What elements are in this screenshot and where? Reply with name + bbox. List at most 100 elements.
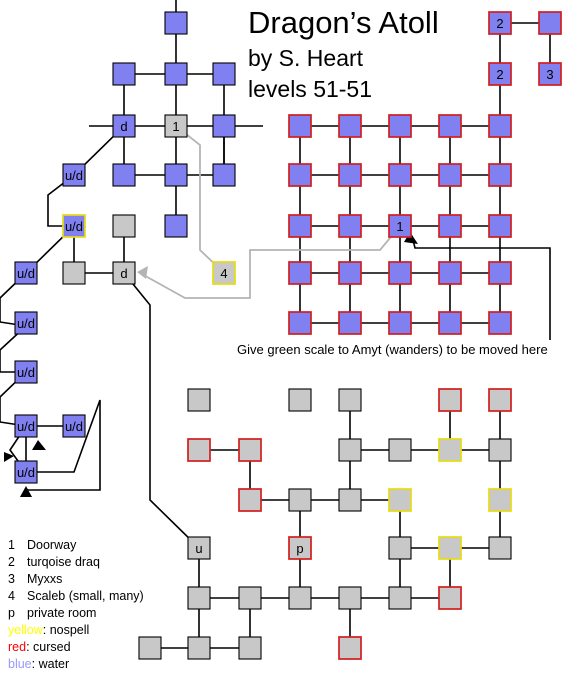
room-doorway: [388, 214, 412, 238]
room-down: [112, 261, 136, 285]
room-label: 1: [396, 219, 403, 234]
room-private: [288, 536, 312, 560]
room: [238, 636, 262, 660]
legend-key-2: 2: [8, 555, 15, 569]
room-label: u/d: [17, 316, 35, 331]
room: [338, 438, 362, 462]
room-doorway: [164, 114, 188, 138]
room-label: u/d: [65, 219, 83, 234]
room: [488, 388, 512, 412]
room: [164, 163, 188, 187]
room-label: 3: [546, 67, 553, 82]
arrow-head-black: [4, 452, 14, 462]
room-updown: [62, 163, 86, 187]
legend-key-p: p: [8, 606, 15, 620]
room: [388, 438, 412, 462]
room-label: u/d: [65, 419, 83, 434]
move-note: Give green scale to Amyt (wanders) to be…: [237, 342, 548, 357]
room: [388, 586, 412, 610]
room-label: u/d: [17, 465, 35, 480]
room: [187, 388, 211, 412]
legend-key-1: 1: [8, 538, 15, 552]
room: [488, 163, 512, 187]
room: [112, 62, 136, 86]
room: [488, 214, 512, 238]
legend-water: blue: water: [8, 657, 69, 671]
room-updown: [14, 261, 38, 285]
room-label: 4: [220, 266, 227, 281]
room: [438, 114, 462, 138]
room: [338, 163, 362, 187]
room-label: u/d: [65, 168, 83, 183]
room: [338, 488, 362, 512]
room: [488, 261, 512, 285]
corridor: [9, 399, 101, 491]
arrow-head-black: [404, 232, 418, 244]
legend-text-2: turqoise draq: [27, 555, 100, 569]
room-draq: [488, 11, 512, 35]
room: [288, 388, 312, 412]
room: [488, 114, 512, 138]
room: [112, 163, 136, 187]
room: [338, 311, 362, 335]
room-label: u/d: [17, 365, 35, 380]
room-label: p: [296, 541, 303, 556]
room-label: u: [195, 541, 202, 556]
room-updown: [14, 414, 38, 438]
arrow-head-gray: [137, 266, 148, 279]
room-updown: [14, 360, 38, 384]
legend-red-rest: : cursed: [26, 640, 71, 654]
room: [238, 438, 262, 462]
room: [438, 163, 462, 187]
room: [388, 114, 412, 138]
legend-key-4: 4: [8, 589, 15, 603]
room-label: 1: [172, 119, 179, 134]
room-updown: [14, 460, 38, 484]
map-levels: levels 51-51: [248, 76, 372, 102]
room: [288, 214, 312, 238]
room: [288, 114, 312, 138]
room: [112, 214, 136, 238]
room: [212, 114, 236, 138]
room: [338, 261, 362, 285]
arrow-line: [139, 225, 401, 299]
room-label: u/d: [17, 266, 35, 281]
arrow-line: [411, 235, 551, 340]
room-label: d: [120, 266, 127, 281]
room: [212, 163, 236, 187]
legend-text-3: Myxxs: [27, 572, 62, 586]
room: [388, 536, 412, 560]
room-updown: [14, 311, 38, 335]
room: [438, 536, 462, 560]
room: [288, 488, 312, 512]
room: [338, 114, 362, 138]
legend-text-1: Doorway: [27, 538, 77, 552]
room: [288, 261, 312, 285]
room: [488, 536, 512, 560]
room: [538, 11, 562, 35]
room: [187, 586, 211, 610]
legend-yellow-word: yellow: [8, 623, 44, 637]
room: [388, 163, 412, 187]
room: [238, 488, 262, 512]
arrow-head-black: [20, 486, 32, 497]
room: [438, 388, 462, 412]
room: [338, 214, 362, 238]
room: [388, 311, 412, 335]
room: [438, 261, 462, 285]
room: [338, 388, 362, 412]
room: [238, 586, 262, 610]
room: [138, 636, 162, 660]
legend-blue-rest: : water: [32, 657, 70, 671]
room: [288, 311, 312, 335]
room: [438, 214, 462, 238]
arrow-line: [175, 125, 225, 274]
arrow-head-black: [32, 440, 46, 450]
legend-nospell: yellow: nospell: [8, 623, 89, 637]
room: [488, 438, 512, 462]
room: [338, 636, 362, 660]
room: [187, 438, 211, 462]
room-label: u/d: [17, 419, 35, 434]
